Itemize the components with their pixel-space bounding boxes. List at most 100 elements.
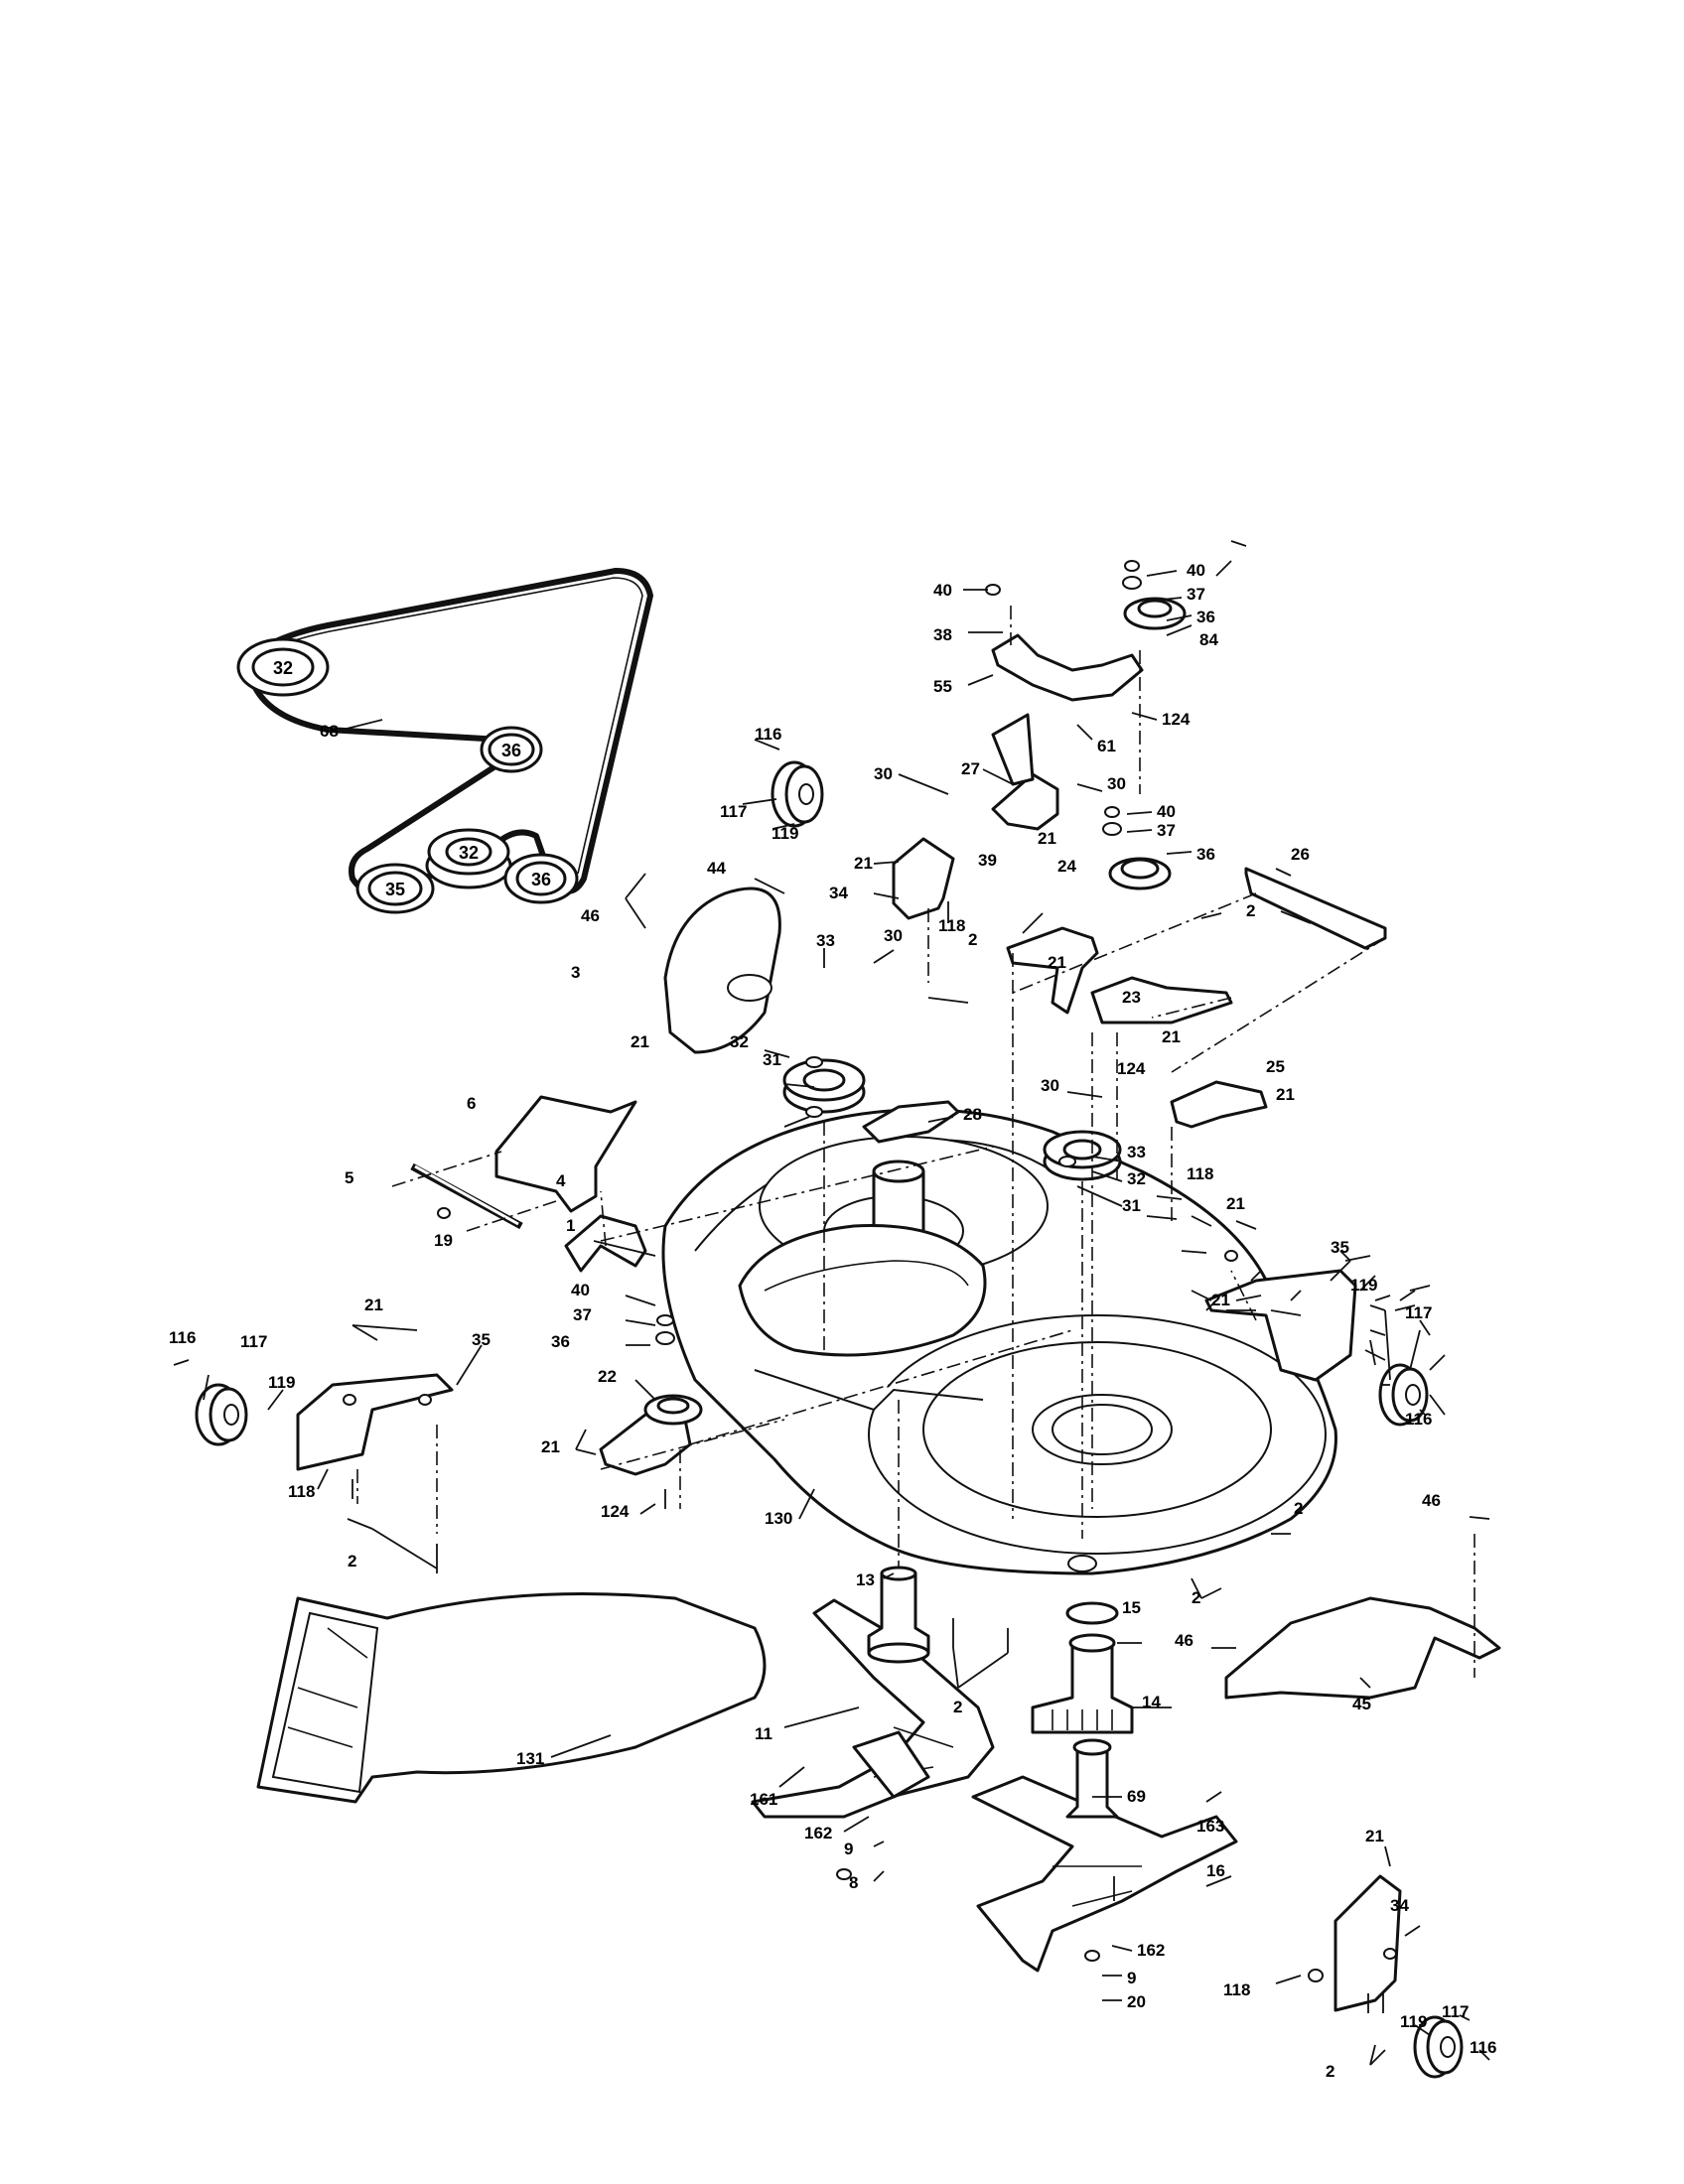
callout-36-top: 36: [1196, 608, 1215, 626]
callout-30-a: 30: [874, 764, 893, 783]
callout-116-left: 116: [169, 1328, 196, 1347]
callout-119-left: 119: [268, 1373, 295, 1392]
callout-13: 13: [856, 1570, 875, 1589]
callout-28: 28: [963, 1105, 982, 1124]
callout-35-left: 35: [472, 1330, 491, 1349]
pulley-32-upper: [782, 1058, 866, 1114]
wheel-117-top: [771, 760, 824, 828]
callout-2-spindle: 2: [953, 1698, 962, 1716]
alignment-lines: [356, 606, 1475, 1678]
callout-130: 130: [765, 1509, 792, 1528]
callout-161: 161: [750, 1790, 777, 1809]
callout-24: 24: [1057, 857, 1076, 876]
callout-2-bottom: 2: [1326, 2062, 1334, 2081]
callout-117-left: 117: [240, 1332, 267, 1351]
callout-21-e: 21: [1276, 1085, 1295, 1104]
callout-32-a: 32: [730, 1032, 749, 1051]
callout-25: 25: [1266, 1057, 1285, 1076]
callout-31-b: 31: [1122, 1196, 1141, 1215]
bracket-34-bottom: [1333, 1874, 1402, 2012]
pulley-36-bottom: 36: [503, 853, 579, 904]
belt-routing-diagram: 32 36 32 35 36 68: [236, 568, 653, 914]
callout-21-d: 21: [1162, 1027, 1181, 1046]
callout-40-mid: 40: [1157, 802, 1176, 821]
callout-40-left: 40: [571, 1281, 590, 1299]
wheel-117-left: [195, 1383, 248, 1446]
deck-housing: [661, 1108, 1337, 1575]
callout-68: 68: [320, 722, 339, 741]
callout-22: 22: [598, 1367, 617, 1386]
callout-21-a: 21: [854, 854, 873, 873]
callout-37-top: 37: [1187, 585, 1205, 604]
callout-21-b: 21: [1038, 829, 1056, 848]
callout-8: 8: [849, 1873, 858, 1892]
callout-21-j: 21: [364, 1296, 383, 1314]
callout-16: 16: [1206, 1861, 1225, 1880]
callout-163: 163: [1196, 1817, 1224, 1836]
callout-119-top: 119: [772, 824, 798, 843]
callout-34-bottom: 34: [1390, 1896, 1409, 1915]
callout-23: 23: [1122, 988, 1141, 1007]
bar-6: [410, 1162, 523, 1230]
callout-5: 5: [345, 1168, 353, 1187]
callout-32-b: 32: [1127, 1169, 1146, 1188]
callout-3: 3: [571, 963, 580, 982]
callout-19: 19: [434, 1231, 453, 1250]
callout-118-mid: 118: [1187, 1164, 1213, 1183]
callout-35-right: 35: [1331, 1238, 1349, 1257]
callout-117-right: 117: [1405, 1303, 1432, 1322]
callout-124-mid: 124: [1117, 1059, 1146, 1078]
callout-46-left: 46: [581, 906, 600, 925]
callout-116-top: 116: [755, 725, 781, 744]
fasteners: [343, 560, 1397, 2013]
callout-119-bottom: 119: [1400, 2012, 1427, 2031]
bar-26: [1244, 867, 1387, 950]
pulley-32-lower: [1043, 1130, 1122, 1181]
callout-leaders: [173, 540, 1490, 2066]
callout-30-d: 30: [1041, 1076, 1059, 1095]
callout-2-c: 2: [968, 930, 977, 949]
svg-text:36: 36: [531, 870, 551, 889]
bracket-35-right: [1204, 1269, 1357, 1382]
callout-9-left: 9: [844, 1840, 853, 1858]
discharge-chute: 131: [256, 1592, 767, 1804]
callout-84: 84: [1199, 630, 1218, 649]
callout-36-mid: 36: [1196, 845, 1215, 864]
callout-69: 69: [1127, 1787, 1146, 1806]
bracket-27: [991, 713, 1059, 831]
callout-61: 61: [1097, 737, 1116, 755]
baffle-44: [663, 887, 781, 1054]
callout-21-g: 21: [631, 1032, 649, 1051]
callout-21-bottom: 21: [1365, 1827, 1384, 1845]
spindle-right: [1031, 1601, 1134, 1819]
spindle-left: [867, 1566, 930, 1664]
callout-2-deck: 2: [1294, 1499, 1303, 1518]
pulley-32-center: 32: [425, 828, 512, 889]
callout-36-left: 36: [551, 1332, 570, 1351]
callout-118-top: 118: [938, 916, 965, 935]
callout-46-right: 46: [1422, 1491, 1441, 1510]
pulley-36-right: [1108, 857, 1172, 890]
bracket-3: [494, 1095, 637, 1213]
callout-116-right: 116: [1405, 1410, 1432, 1429]
arm-23: [1090, 976, 1233, 1024]
callout-124-top: 124: [1162, 710, 1191, 729]
callout-21-f: 21: [1226, 1194, 1245, 1213]
callout-20: 20: [1127, 1992, 1146, 2011]
callout-2-deck-b: 2: [1192, 1588, 1200, 1607]
callout-2-left: 2: [348, 1552, 356, 1570]
idler-arm-38: [991, 633, 1144, 702]
svg-text:32: 32: [459, 843, 479, 863]
pulley-36-top: [1123, 597, 1187, 630]
callout-118-bottom: 118: [1223, 1980, 1250, 1999]
callout-15: 15: [1122, 1598, 1141, 1617]
svg-text:32: 32: [273, 658, 293, 678]
pulley-36-left: [643, 1394, 703, 1426]
callout-6: 6: [467, 1094, 476, 1113]
callout-46-mid: 46: [1175, 1631, 1193, 1650]
callout-14: 14: [1142, 1693, 1161, 1711]
arm-25: [1170, 1080, 1268, 1129]
callout-1: 1: [566, 1216, 575, 1235]
bracket-35-left: [296, 1373, 454, 1471]
baffle-45: [1224, 1596, 1501, 1700]
